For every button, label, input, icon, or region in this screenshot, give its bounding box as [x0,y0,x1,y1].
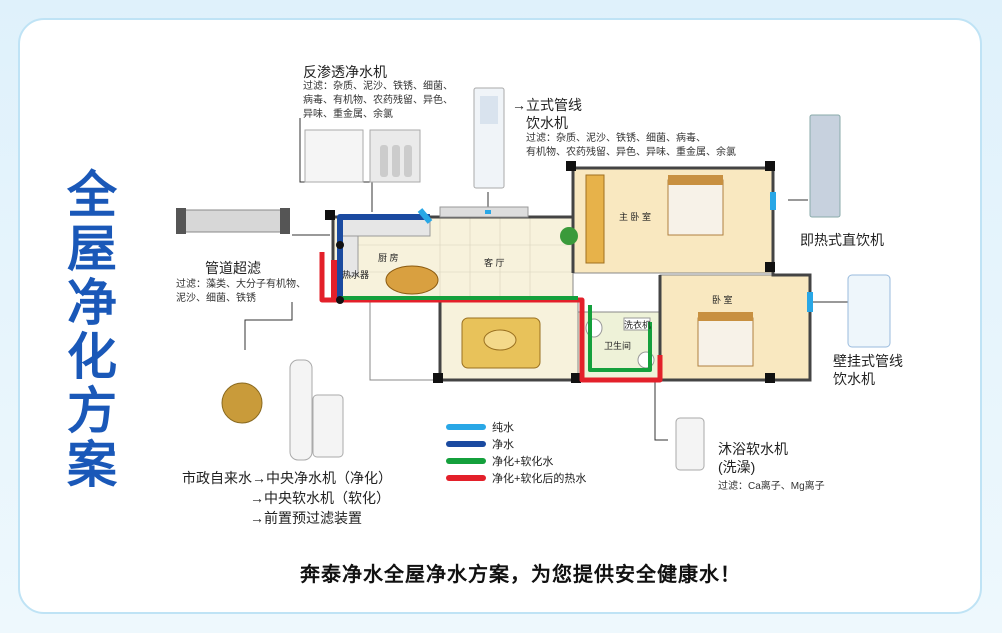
instant-hot-dispenser-image [809,114,841,218]
dining-table [385,265,439,295]
label-water-heater: 热水器 [342,270,370,280]
legend-item: 净化+软化水 [446,452,586,469]
legend-label: 净化+软化后的热水 [492,472,587,485]
floor-grid [333,217,573,300]
legend-item: 净化+软化后的热水 [446,469,586,486]
master-bed [667,179,724,236]
room-label-bedroom: 卧 室 [712,295,733,305]
central-softener-image [312,394,344,458]
central-purifier-image [289,359,313,461]
standing-dispenser-filter: 过滤：杂质、泥沙、铁锈、细菌、病毒、 有机物、农药残留、异色、异味、重金属、余氯 [526,133,736,158]
legend-swatch [446,440,486,447]
standing-dispenser-title: →立式管线 饮水机 [512,97,582,131]
kitchen-counter [341,217,431,237]
vertical-title: 全 屋 净 化 方 案 [62,168,122,492]
title-char: 方 [67,383,117,439]
title-char: 化 [67,329,117,385]
pipe-filter-title: 管道超滤 [205,260,261,276]
ro-filter-text: 过滤：杂质、泥沙、铁锈、细菌、 病毒、有机物、农药残留、异色、 异味、重金属、余… [303,81,453,120]
wall-dispenser-image [847,274,891,348]
wall-dispenser-title: 壁挂式管线 饮水机 [833,353,903,387]
bath-softener-title: 沐浴软水机 (洗澡) [718,441,788,475]
pipe-junction [336,296,344,304]
pipes [319,192,813,383]
pipe-ultrafilter-image [177,209,289,233]
master-bed-head [668,175,723,185]
legend-swatch [446,423,486,430]
corner-posts [325,161,775,383]
pipe-junction [336,241,344,249]
slogan: 奔泰净水全屋净水方案，为您提供安全健康水！ [300,564,741,586]
wardrobe [585,174,605,264]
plant [560,227,578,245]
ro-title: 反渗透净水机 [303,64,387,80]
label-washer: 洗衣机 [624,320,652,330]
title-char: 屋 [67,221,117,277]
room-label-living: 客 厅 [484,258,505,268]
legend-swatch [446,457,486,464]
instant-hot-title: 即热式直饮机 [800,232,884,248]
legend-item: 纯水 [446,418,586,435]
room-label-master: 主 卧 室 [619,212,652,222]
bath-softener-image [675,417,705,471]
legend-swatch [446,474,486,481]
prefilter-image [221,382,263,424]
bedroom-bed [697,317,754,367]
ro-box-image [304,129,364,183]
pipe-legend: 纯水 净水 净化+软化水 净化+软化后的热水 [446,418,586,486]
title-char: 净 [67,275,117,331]
title-char: 全 [67,167,117,223]
title-char: 案 [67,437,117,493]
living-window [439,206,529,218]
legend-label: 纯水 [492,421,514,434]
room-label-bathroom: 卫生间 [604,341,632,351]
pipe-filter-text: 过滤：藻类、大分子有机物、 泥沙、细菌、铁锈 [176,279,306,304]
coffee-table [483,329,517,351]
room-label-kitchen: 厨 房 [378,253,399,263]
bath-softener-filter: 过滤：Ca离子、Mg离子 [718,481,825,492]
legend-item: 净水 [446,435,586,452]
balcony [369,299,441,381]
legend-label: 净化+软化水 [492,455,554,468]
legend-label: 净水 [492,438,514,451]
bedroom-bed-head [698,312,753,321]
central-flow-text: 市政自来水→中央净水机（净化） →中央软水机（软化） →前置预过滤装置 [182,470,392,526]
